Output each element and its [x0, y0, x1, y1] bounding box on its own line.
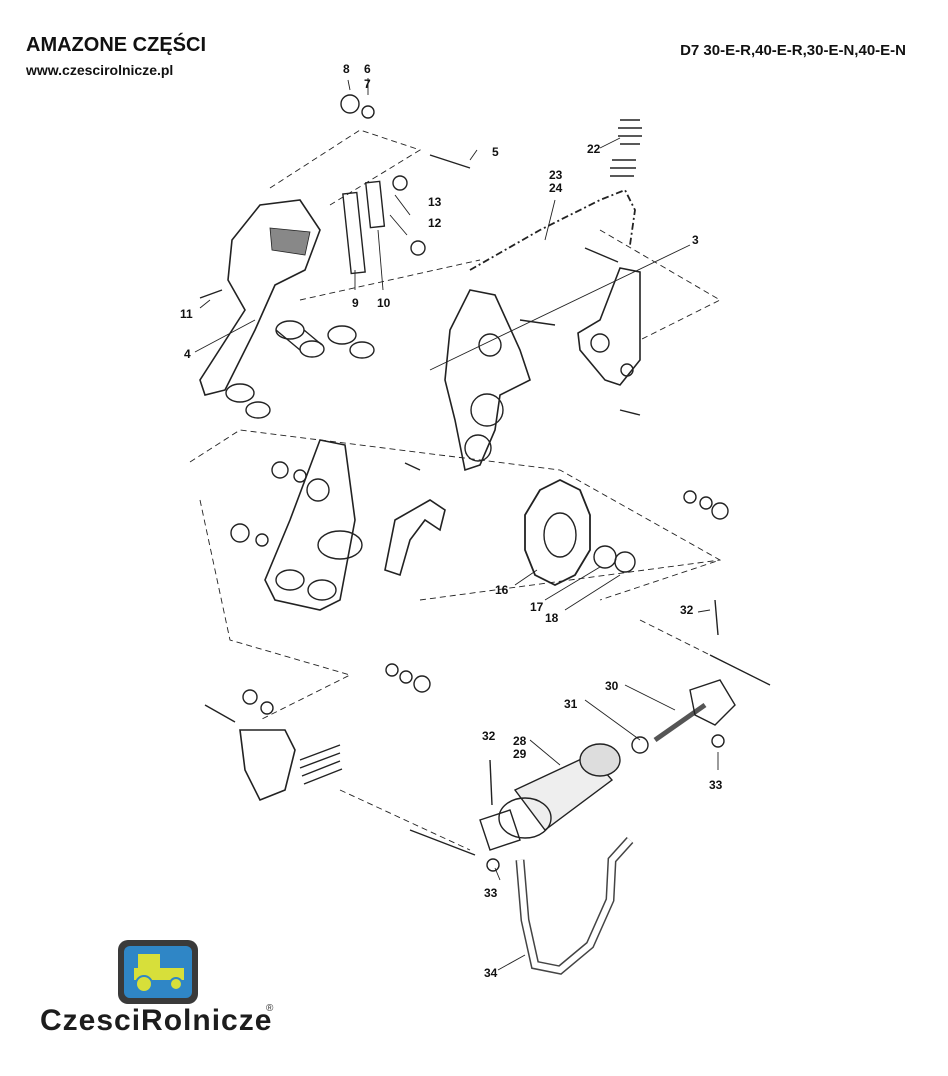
side-plate-4: [199, 199, 321, 396]
part-label-22: 22: [587, 142, 601, 156]
brand-url[interactable]: www.czescirolnicze.pl: [26, 62, 174, 78]
part-label-18: 18: [545, 611, 559, 625]
hydraulic-cylinder-28-29: [479, 743, 621, 851]
part-label-32b: 32: [482, 729, 496, 743]
part-label-33a: 33: [709, 778, 723, 792]
part-label-12: 12: [428, 216, 442, 230]
part-label-6: 6: [364, 62, 371, 76]
bolts: [199, 154, 771, 856]
nuts-washers: [230, 94, 729, 872]
tractor-logo-icon: [118, 940, 198, 1004]
sprocket-16: [524, 478, 591, 587]
part-label-24: 24: [549, 181, 563, 195]
return-spring: [299, 744, 343, 785]
rod-end-30: [653, 679, 736, 743]
part-label-8: 8: [343, 62, 350, 76]
cable-23-24: [469, 188, 636, 271]
part-label-16: 16: [495, 583, 509, 597]
part-label-11: 11: [180, 307, 193, 321]
lower-plate: [264, 439, 356, 611]
right-bracket-3: [577, 267, 641, 386]
leader-lines: [194, 78, 719, 971]
part-label-23: 23: [549, 168, 563, 182]
part-label-28: 28: [513, 734, 527, 748]
strip-10: [364, 180, 386, 229]
springs-22: [610, 119, 642, 177]
part-label-4: 4: [184, 347, 191, 361]
part-label-32a: 32: [680, 603, 694, 617]
plate-tab: [269, 227, 311, 256]
registered-mark: ®: [266, 1003, 274, 1014]
part-label-13: 13: [428, 195, 442, 209]
brand-title: AMAZONE CZĘŚCI: [26, 34, 206, 56]
part-label-31: 31: [564, 697, 578, 711]
part-label-17: 17: [530, 600, 544, 614]
logo-wordmark: CzesciRolnicze: [40, 1004, 273, 1037]
part-label-34: 34: [484, 966, 498, 980]
part-label-7: 7: [364, 77, 371, 91]
part-label-5: 5: [492, 145, 499, 159]
washer-17: [593, 545, 617, 569]
model-code: D7 30-E-R,40-E-R,30-E-N,40-E-N: [680, 42, 906, 59]
curved-lever: [384, 499, 446, 577]
circlip-18: [614, 551, 636, 573]
part-number-labels: 3 4 5 6 7 8 9 10 11 12 13 16 17 18 22 23…: [180, 62, 723, 980]
part-label-29: 29: [513, 747, 527, 761]
part-label-30: 30: [605, 679, 619, 693]
part-label-9: 9: [352, 296, 359, 310]
lower-bracket: [239, 729, 296, 802]
part-label-3: 3: [692, 233, 699, 247]
part-label-33b: 33: [484, 886, 498, 900]
strip-9: [342, 191, 366, 275]
part-label-10: 10: [377, 296, 391, 310]
bushings-left: [225, 320, 375, 419]
center-plate: [444, 289, 531, 472]
